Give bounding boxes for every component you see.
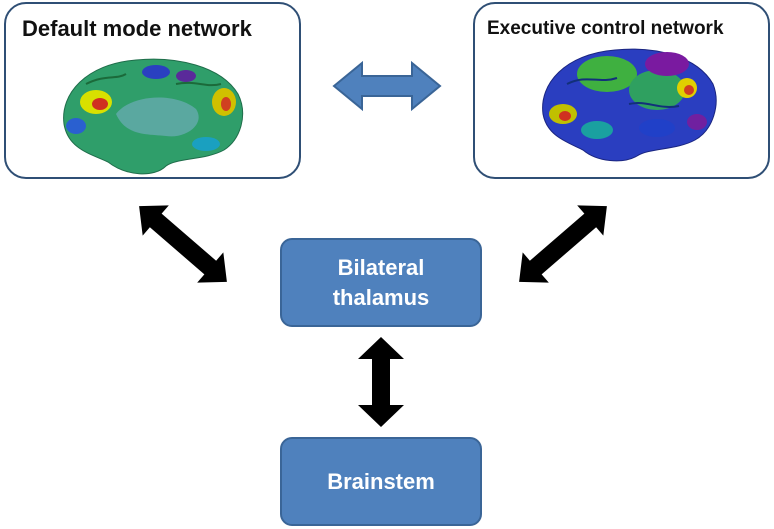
executive-control-network-panel: Executive control network	[473, 2, 770, 179]
brainstem-label: Brainstem	[327, 468, 435, 494]
default-mode-network-panel: Default mode network	[4, 2, 301, 179]
dmn-ecn-double-arrow	[332, 60, 442, 112]
brainstem-node: Brainstem	[280, 437, 482, 526]
thalamus-brainstem-double-arrow	[358, 337, 404, 427]
dmn-thalamus-double-arrow	[139, 205, 227, 283]
dmn-brain-map-image	[63, 58, 244, 175]
bilateral-thalamus-node: Bilateral thalamus	[280, 238, 482, 327]
ecn-brain-map-image	[542, 48, 717, 162]
ecn-title: Executive control network	[487, 18, 724, 39]
thalamus-label-line1: Bilateral	[337, 254, 425, 280]
thalamus-label-line2: thalamus	[332, 284, 430, 310]
dmn-title: Default mode network	[22, 16, 252, 41]
ecn-thalamus-double-arrow	[519, 205, 607, 283]
